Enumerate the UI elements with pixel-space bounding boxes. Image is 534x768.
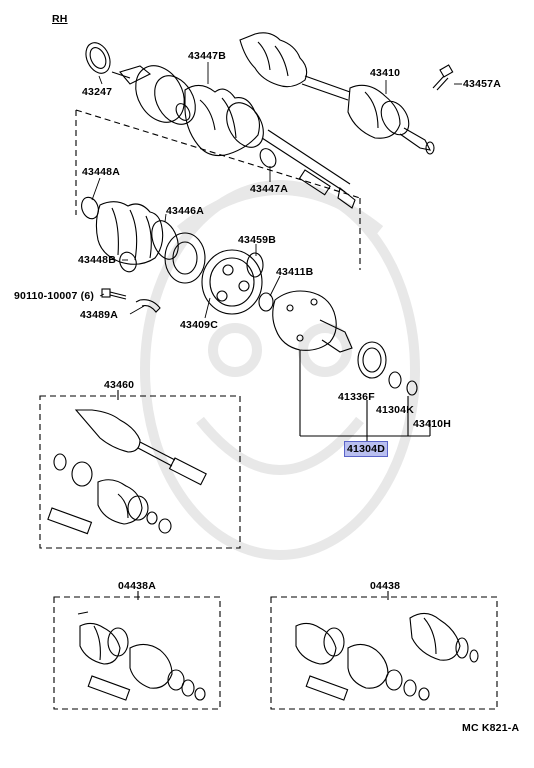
label-90110-10007: 90110-10007 (6) bbox=[14, 290, 95, 302]
label-43409C: 43409C bbox=[180, 319, 218, 331]
part-43489A-clip bbox=[135, 299, 161, 313]
label-43448B: 43448B bbox=[78, 254, 116, 266]
label-43460: 43460 bbox=[104, 379, 135, 391]
leader-lines bbox=[91, 62, 462, 319]
label-41336F: 41336F bbox=[338, 391, 375, 403]
label-43247: 43247 bbox=[82, 86, 113, 98]
label-43448A: 43448A bbox=[82, 166, 120, 178]
kit-box-04438A bbox=[53, 596, 221, 710]
label-43410H: 43410H bbox=[413, 418, 451, 430]
kit-box-43460 bbox=[39, 395, 241, 549]
label-41304K: 41304K bbox=[376, 404, 414, 416]
label-43459B: 43459B bbox=[238, 234, 276, 246]
label-43457A: 43457A bbox=[463, 78, 501, 90]
label-43447B: 43447B bbox=[188, 50, 226, 62]
label-43411B: 43411B bbox=[276, 266, 314, 278]
main-axle-shaft bbox=[111, 65, 356, 209]
part-43247-seal bbox=[85, 42, 111, 74]
figure-code: MC K821-A bbox=[462, 722, 520, 734]
watermark-emblem bbox=[140, 180, 420, 560]
part-43409C-inner-joint bbox=[164, 232, 274, 315]
part-41304D-flange-assembly bbox=[272, 290, 418, 396]
label-43489A: 43489A bbox=[80, 309, 118, 321]
part-90110-bolt bbox=[101, 288, 127, 300]
label-04438: 04438 bbox=[370, 580, 401, 592]
bracket-41304D bbox=[299, 350, 431, 445]
kit-04438A-contents bbox=[77, 591, 206, 701]
part-43410-axle bbox=[239, 32, 435, 155]
kit-bracket-upper bbox=[75, 109, 361, 270]
part-43457A-bolt bbox=[432, 64, 454, 91]
kit-box-04438 bbox=[270, 596, 498, 710]
kit-04438-contents bbox=[295, 591, 479, 701]
label-43446A: 43446A bbox=[166, 205, 204, 217]
label-04438A: 04438A bbox=[118, 580, 156, 592]
label-43447A: 43447A bbox=[250, 183, 288, 195]
part-43446A-boot bbox=[81, 196, 179, 273]
kit-43460-contents bbox=[47, 390, 207, 535]
side-label: RH bbox=[52, 13, 68, 25]
label-43410: 43410 bbox=[370, 67, 401, 79]
label-41304D-highlighted: 41304D bbox=[344, 441, 388, 457]
